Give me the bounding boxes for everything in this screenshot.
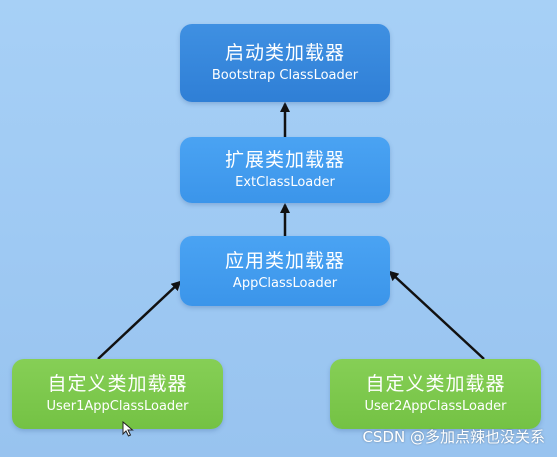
node-title: 自定义类加载器 [47,373,188,395]
node-title: 扩展类加载器 [224,149,345,171]
node-subtitle: ExtClassLoader [235,175,335,190]
node-bootstrap-classloader: 启动类加载器 Bootstrap ClassLoader [180,24,390,102]
node-title: 启动类加载器 [224,42,345,64]
edge-user2-to-app [388,270,485,360]
node-subtitle: AppClassLoader [232,276,338,291]
node-ext-classloader: 扩展类加载器 ExtClassLoader [180,137,390,203]
node-title: 自定义类加载器 [365,373,506,395]
node-user2-classloader: 自定义类加载器 User2AppClassLoader [330,359,541,429]
node-user1-classloader: 自定义类加载器 User1AppClassLoader [12,359,223,429]
watermark-text: CSDN @多加点辣也没关系 [362,428,545,446]
node-subtitle: User1AppClassLoader [46,399,189,414]
node-title: 应用类加载器 [224,250,345,272]
mouse-pointer-icon [122,421,134,437]
node-subtitle: User2AppClassLoader [364,399,507,414]
edge-user1-to-app [97,280,182,360]
node-app-classloader: 应用类加载器 AppClassLoader [180,236,390,306]
node-subtitle: Bootstrap ClassLoader [211,68,359,83]
